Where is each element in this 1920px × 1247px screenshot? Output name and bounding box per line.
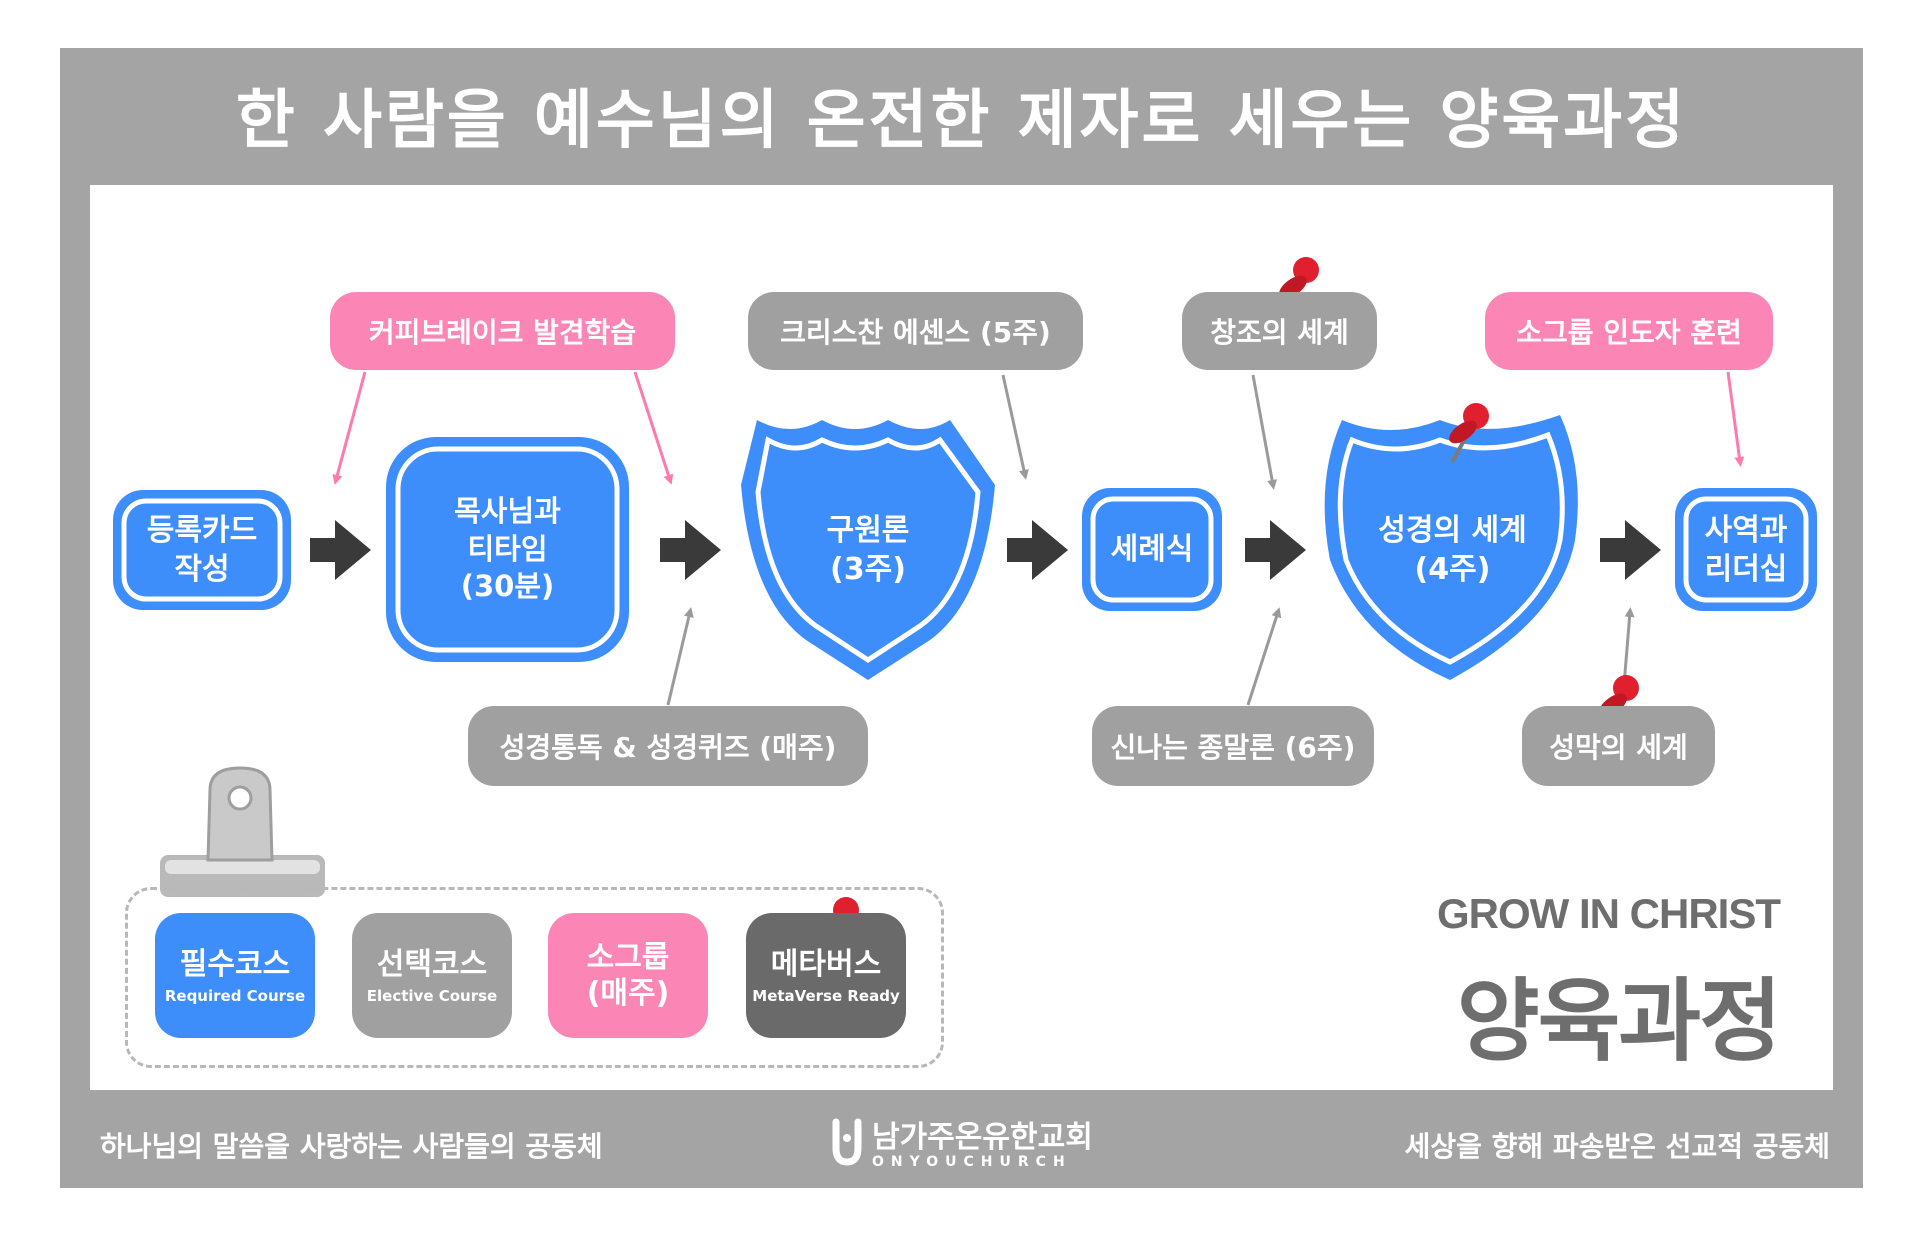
- brand-korean: 양육과정: [1400, 948, 1780, 1078]
- brand-english: GROW IN CHRIST: [1400, 890, 1780, 938]
- arrow-right-icon: [1007, 520, 1068, 580]
- connector-coffee-left: [336, 372, 365, 480]
- legend-elective-label: 선택코스: [377, 947, 487, 983]
- church-logo-icon: [830, 1118, 864, 1168]
- pill-bible-reading: 성경통독 & 성경퀴즈 (매주): [468, 706, 868, 786]
- legend-elective-sub: Elective Course: [367, 987, 497, 1005]
- pill-eschatology: 신나는 종말론 (6주): [1092, 706, 1374, 786]
- pill-small-group-leader: 소그룹 인도자 훈련: [1485, 292, 1773, 370]
- footer-right-slogan: 세상을 향해 파송받은 선교적 공동체: [1405, 1125, 1830, 1165]
- connector-leader: [1728, 372, 1740, 462]
- connector-bible-reading: [668, 612, 690, 705]
- arrow-right-icon: [1600, 520, 1661, 580]
- connector-coffee-right: [635, 372, 670, 480]
- church-name-english: ONYOUCHURCH: [872, 1154, 1072, 1170]
- connector-eschatology: [1248, 612, 1278, 705]
- legend-required-sub: Required Course: [165, 987, 305, 1005]
- pill-tabernacle-world: 성막의 세계: [1522, 706, 1715, 786]
- connector-creation: [1253, 375, 1273, 485]
- legend-metaverse-sub: MetaVerse Ready: [752, 987, 899, 1005]
- church-name: 남가주온유한교회: [872, 1112, 1093, 1156]
- legend-small-group: 소그룹 (매주): [548, 913, 708, 1038]
- legend-required-label: 필수코스: [180, 947, 290, 983]
- arrow-right-icon: [310, 520, 371, 580]
- legend-metaverse: 메타버스 MetaVerse Ready: [746, 913, 906, 1038]
- footer-left-slogan: 하나님의 말씀을 사랑하는 사람들의 공동체: [100, 1125, 603, 1165]
- connector-essence: [1003, 375, 1025, 475]
- arrow-right-icon: [660, 520, 721, 580]
- step-leadership-label: 사역과 리더십: [1675, 488, 1817, 611]
- step-soteriology-label: 구원론 (3주): [741, 470, 995, 630]
- pill-coffee-break: 커피브레이크 발견학습: [330, 292, 675, 370]
- binder-clip-icon: [160, 768, 325, 897]
- legend-required: 필수코스 Required Course: [155, 913, 315, 1038]
- arrow-right-icon: [1245, 520, 1306, 580]
- step-registration-label: 등록카드 작성: [113, 490, 291, 610]
- legend-metaverse-label: 메타버스: [771, 947, 881, 983]
- pill-christian-essence: 크리스찬 에센스 (5주): [748, 292, 1083, 370]
- pill-creation-world: 창조의 세계: [1182, 292, 1377, 370]
- step-tea-time-label: 목사님과 티타임 (30분): [386, 437, 629, 662]
- step-bible-world-label: 성경의 세계 (4주): [1330, 470, 1575, 630]
- step-baptism-label: 세례식: [1082, 488, 1222, 611]
- church-logo: 남가주온유한교회 ONYOUCHURCH: [830, 1112, 1110, 1176]
- legend-elective: 선택코스 Elective Course: [352, 913, 512, 1038]
- legend-small-group-label: 소그룹 (매주): [587, 940, 670, 1012]
